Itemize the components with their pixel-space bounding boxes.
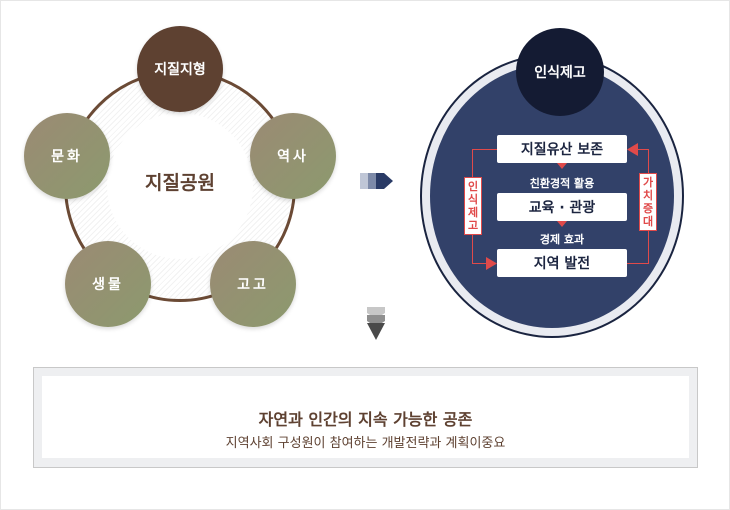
side-tag-value: 가치증대	[639, 173, 657, 231]
connector-line	[627, 263, 649, 264]
step-eco-use: 친환경적 활용	[529, 177, 595, 190]
summary-panel: 자연과 인간의 지속 가능한 공존 지역사회 구성원이 참여하는 개발전략과 계…	[33, 367, 698, 468]
node-culture: 문화	[24, 113, 110, 199]
summary-subtitle: 지역사회 구성원이 참여하는 개발전략과 계획이중요	[225, 436, 506, 451]
awareness-cap: 인식제고	[516, 28, 604, 116]
box-education-tourism: 교육 · 관광	[497, 193, 627, 221]
node-history: 역사	[250, 113, 336, 199]
node-archaeology: 고고	[210, 241, 296, 327]
connector-line	[472, 149, 497, 150]
summary-title: 자연과 인간의 지속 가능한 공존	[258, 410, 473, 429]
triple-chevron-right-icon	[360, 173, 393, 189]
box-regional-development: 지역 발전	[497, 249, 627, 277]
connector-line	[636, 149, 649, 150]
box-heritage-conservation: 지질유산 보존	[497, 135, 627, 163]
arrow-left-icon	[627, 143, 638, 156]
connector-line	[472, 263, 490, 264]
arrow-down-icon	[557, 163, 567, 169]
center-label: 지질공원	[145, 172, 215, 194]
arrow-right-icon	[486, 257, 497, 270]
step-economic-effect: 경제 효과	[539, 233, 585, 246]
triple-chevron-down-icon	[367, 307, 385, 340]
node-biology: 생물	[65, 241, 151, 327]
arrow-down-icon	[557, 221, 567, 227]
node-geology: 지질지형	[137, 26, 223, 112]
side-tag-awareness: 인식제고	[464, 177, 482, 235]
